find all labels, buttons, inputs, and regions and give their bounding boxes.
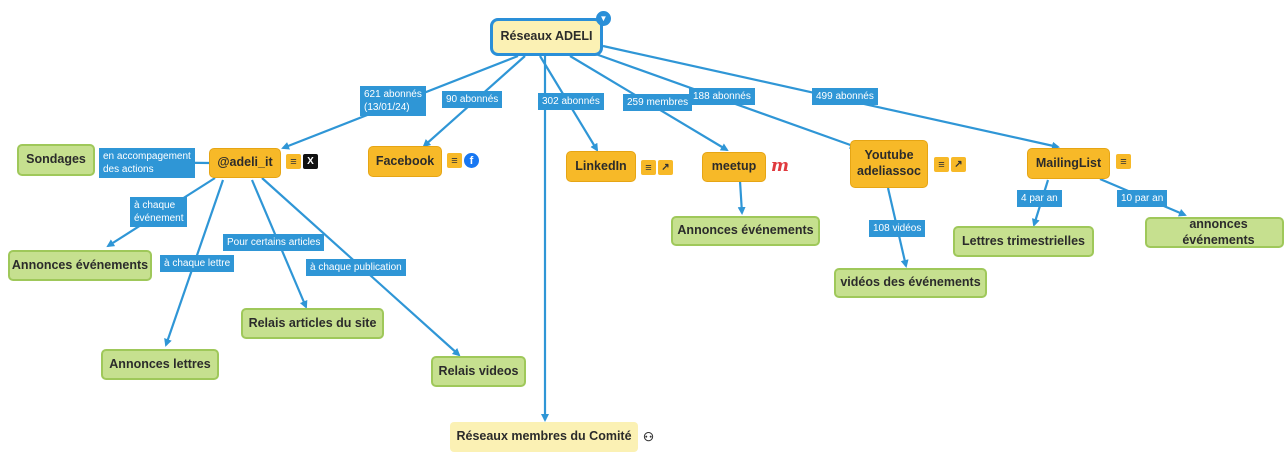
link-label-facebook: 90 abonnés <box>442 91 503 108</box>
notes-icon[interactable]: ≡ <box>934 157 949 172</box>
leaf-mailing-annonces-label: annonces événements <box>1182 216 1255 247</box>
link-label-youtube: 188 abonnés <box>689 88 755 105</box>
leaf-annonces-evenements[interactable]: Annonces événements <box>8 250 152 281</box>
link-label-adeli: 621 abonnés (13/01/24) <box>360 86 426 116</box>
leaf-relais-articles-label: Relais articles du site <box>248 315 377 330</box>
branch-facebook-label: Facebook <box>375 153 435 168</box>
leaf-videos-evenements[interactable]: vidéos des événements <box>834 268 987 298</box>
link-label-sondages: en accompagement des actions <box>99 148 195 178</box>
link-label-lettres: 4 par an <box>1017 190 1062 207</box>
leaf-lettres-trimestrielles-label: Lettres trimestrielles <box>962 233 1085 248</box>
external-link-icon[interactable]: ↗ <box>658 160 673 175</box>
leaf-sondages[interactable]: Sondages <box>17 144 95 176</box>
link-label-mailing-annonces: 10 par an <box>1117 190 1168 207</box>
x-logo-icon[interactable]: X <box>303 154 318 169</box>
notes-icon[interactable]: ≡ <box>286 154 301 169</box>
link-label-linkedin: 302 abonnés <box>538 93 604 110</box>
leaf-videos-evenements-label: vidéos des événements <box>840 275 981 290</box>
notes-icon[interactable]: ≡ <box>447 153 462 168</box>
link-label-annonces-lettres: à chaque lettre <box>160 255 235 272</box>
branch-mailinglist[interactable]: MailingList <box>1027 148 1110 179</box>
collapse-icon[interactable]: ▼ <box>596 11 611 26</box>
link-label-relais-videos: à chaque publication <box>306 259 406 276</box>
notes-icon[interactable]: ≡ <box>1116 154 1131 169</box>
external-link-icon[interactable]: ↗ <box>951 157 966 172</box>
branch-linkedin[interactable]: LinkedIn <box>566 151 636 182</box>
branch-facebook[interactable]: Facebook <box>368 146 442 177</box>
leaf-annonces-lettres[interactable]: Annonces lettres <box>101 349 219 380</box>
branch-youtube-label: Youtube adeliassoc <box>857 148 921 178</box>
leaf-meetup-annonces-label: Annonces événements <box>677 223 814 238</box>
link-label-annonces-evenements: à chaque événement <box>130 197 188 227</box>
root-label: Réseaux ADELI <box>500 29 593 44</box>
link-meetup-annonces <box>737 180 746 215</box>
link-label-mailinglist: 499 abonnés <box>812 88 878 105</box>
root-node[interactable]: Réseaux ADELI <box>490 18 603 56</box>
branch-meetup[interactable]: meetup <box>702 152 766 182</box>
link-label-meetup: 259 membres <box>623 94 693 111</box>
leaf-annonces-lettres-label: Annonces lettres <box>109 356 211 371</box>
people-icon[interactable]: ⚇ <box>643 429 654 444</box>
leaf-mailing-annonces[interactable]: annonces événements <box>1145 217 1284 248</box>
branch-comite-label: Réseaux membres du Comité <box>456 429 632 444</box>
meetup-logo-icon[interactable]: m <box>771 155 789 176</box>
link-label-videos: 108 vidéos <box>869 220 926 237</box>
leaf-lettres-trimestrielles[interactable]: Lettres trimestrielles <box>953 226 1094 257</box>
leaf-annonces-evenements-label: Annonces événements <box>11 257 149 272</box>
facebook-logo-icon[interactable]: f <box>464 153 479 168</box>
leaf-relais-articles[interactable]: Relais articles du site <box>241 308 384 339</box>
branch-adeli-it-label: @adeli_it <box>217 155 273 170</box>
branch-comite[interactable]: Réseaux membres du Comité <box>450 422 638 452</box>
branch-mailinglist-label: MailingList <box>1035 155 1102 170</box>
link-label-relais-articles: Pour certains articles <box>223 234 325 251</box>
branch-meetup-label: meetup <box>711 159 757 174</box>
notes-icon[interactable]: ≡ <box>641 160 656 175</box>
branch-adeli-it[interactable]: @adeli_it <box>209 148 281 178</box>
branch-linkedin-label: LinkedIn <box>575 158 627 173</box>
leaf-meetup-annonces[interactable]: Annonces événements <box>671 216 820 246</box>
branch-youtube[interactable]: Youtube adeliassoc <box>850 140 928 188</box>
leaf-relais-videos[interactable]: Relais videos <box>431 356 526 387</box>
leaf-relais-videos-label: Relais videos <box>438 363 519 378</box>
leaf-sondages-label: Sondages <box>26 152 86 167</box>
